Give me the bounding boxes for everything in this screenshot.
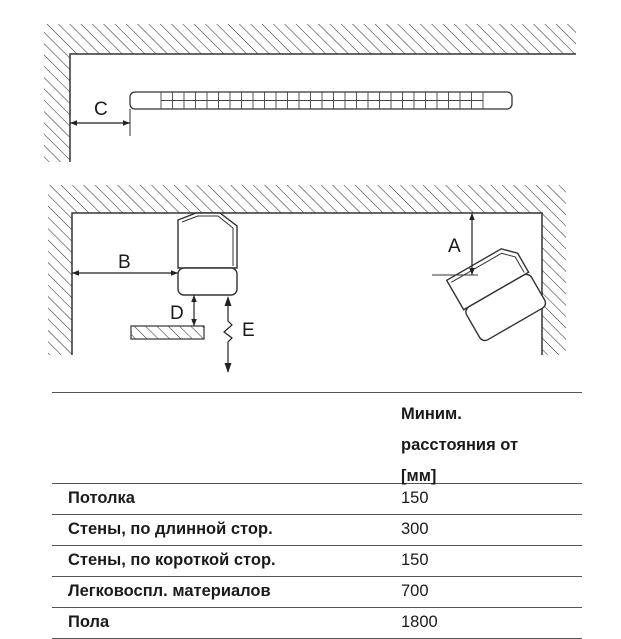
- column-header: Миним. расстояния от [мм]: [401, 399, 518, 492]
- row-value: 150: [401, 551, 429, 569]
- row-label: Легковоспл. материалов: [68, 582, 271, 600]
- label-e: E: [242, 320, 255, 341]
- front-right-wall-hatch: [542, 213, 566, 355]
- label-c: C: [94, 99, 108, 120]
- heater-strip: [129, 91, 513, 110]
- label-b: B: [118, 252, 131, 273]
- header-line-2: расстояния от: [401, 436, 519, 454]
- row-value: 1800: [401, 613, 438, 631]
- row-label: Стены, по длинной стор.: [68, 520, 273, 538]
- top-wall-edge: [69, 53, 576, 162]
- top-ceiling-hatch: [44, 24, 576, 54]
- row-value: 700: [401, 582, 429, 600]
- combustible-plate: [130, 325, 205, 340]
- table-row: Пола 1800: [52, 608, 582, 639]
- table-row: Стены, по короткой стор. 150: [52, 546, 582, 577]
- heater-wall-tilted: [445, 248, 547, 342]
- front-wall-edge: [71, 212, 543, 355]
- row-label: Пола: [68, 613, 110, 631]
- dim-e-head-bottom: [224, 363, 232, 373]
- heater-ceiling: [177, 212, 238, 296]
- header-line-3: [мм]: [401, 467, 437, 485]
- table-row: Стены, по длинной стор. 300: [52, 515, 582, 546]
- dim-e-line: [223, 298, 233, 372]
- top-view: C: [44, 24, 576, 162]
- clearance-table: Миним. расстояния от [мм] Потолка 150 Ст…: [52, 392, 582, 639]
- label-d: D: [170, 303, 184, 324]
- table-row: Легковоспл. материалов 700: [52, 577, 582, 608]
- header-line-1: Миним.: [401, 405, 462, 423]
- row-label: Потолка: [68, 489, 135, 507]
- table-header: Миним. расстояния от [мм]: [52, 392, 582, 485]
- row-value: 300: [401, 520, 429, 538]
- front-view: B D E A: [48, 185, 566, 373]
- top-wall-hatch: [44, 54, 70, 162]
- front-ceiling-hatch: [48, 185, 566, 213]
- front-left-wall-hatch: [48, 213, 72, 355]
- row-label: Стены, по короткой стор.: [68, 551, 276, 569]
- row-value: 150: [401, 489, 429, 507]
- label-a: A: [448, 236, 461, 257]
- table-row: Потолка 150: [52, 484, 582, 515]
- dim-e-head-top: [224, 296, 232, 306]
- clearance-diagram: C B D E A: [44, 24, 576, 373]
